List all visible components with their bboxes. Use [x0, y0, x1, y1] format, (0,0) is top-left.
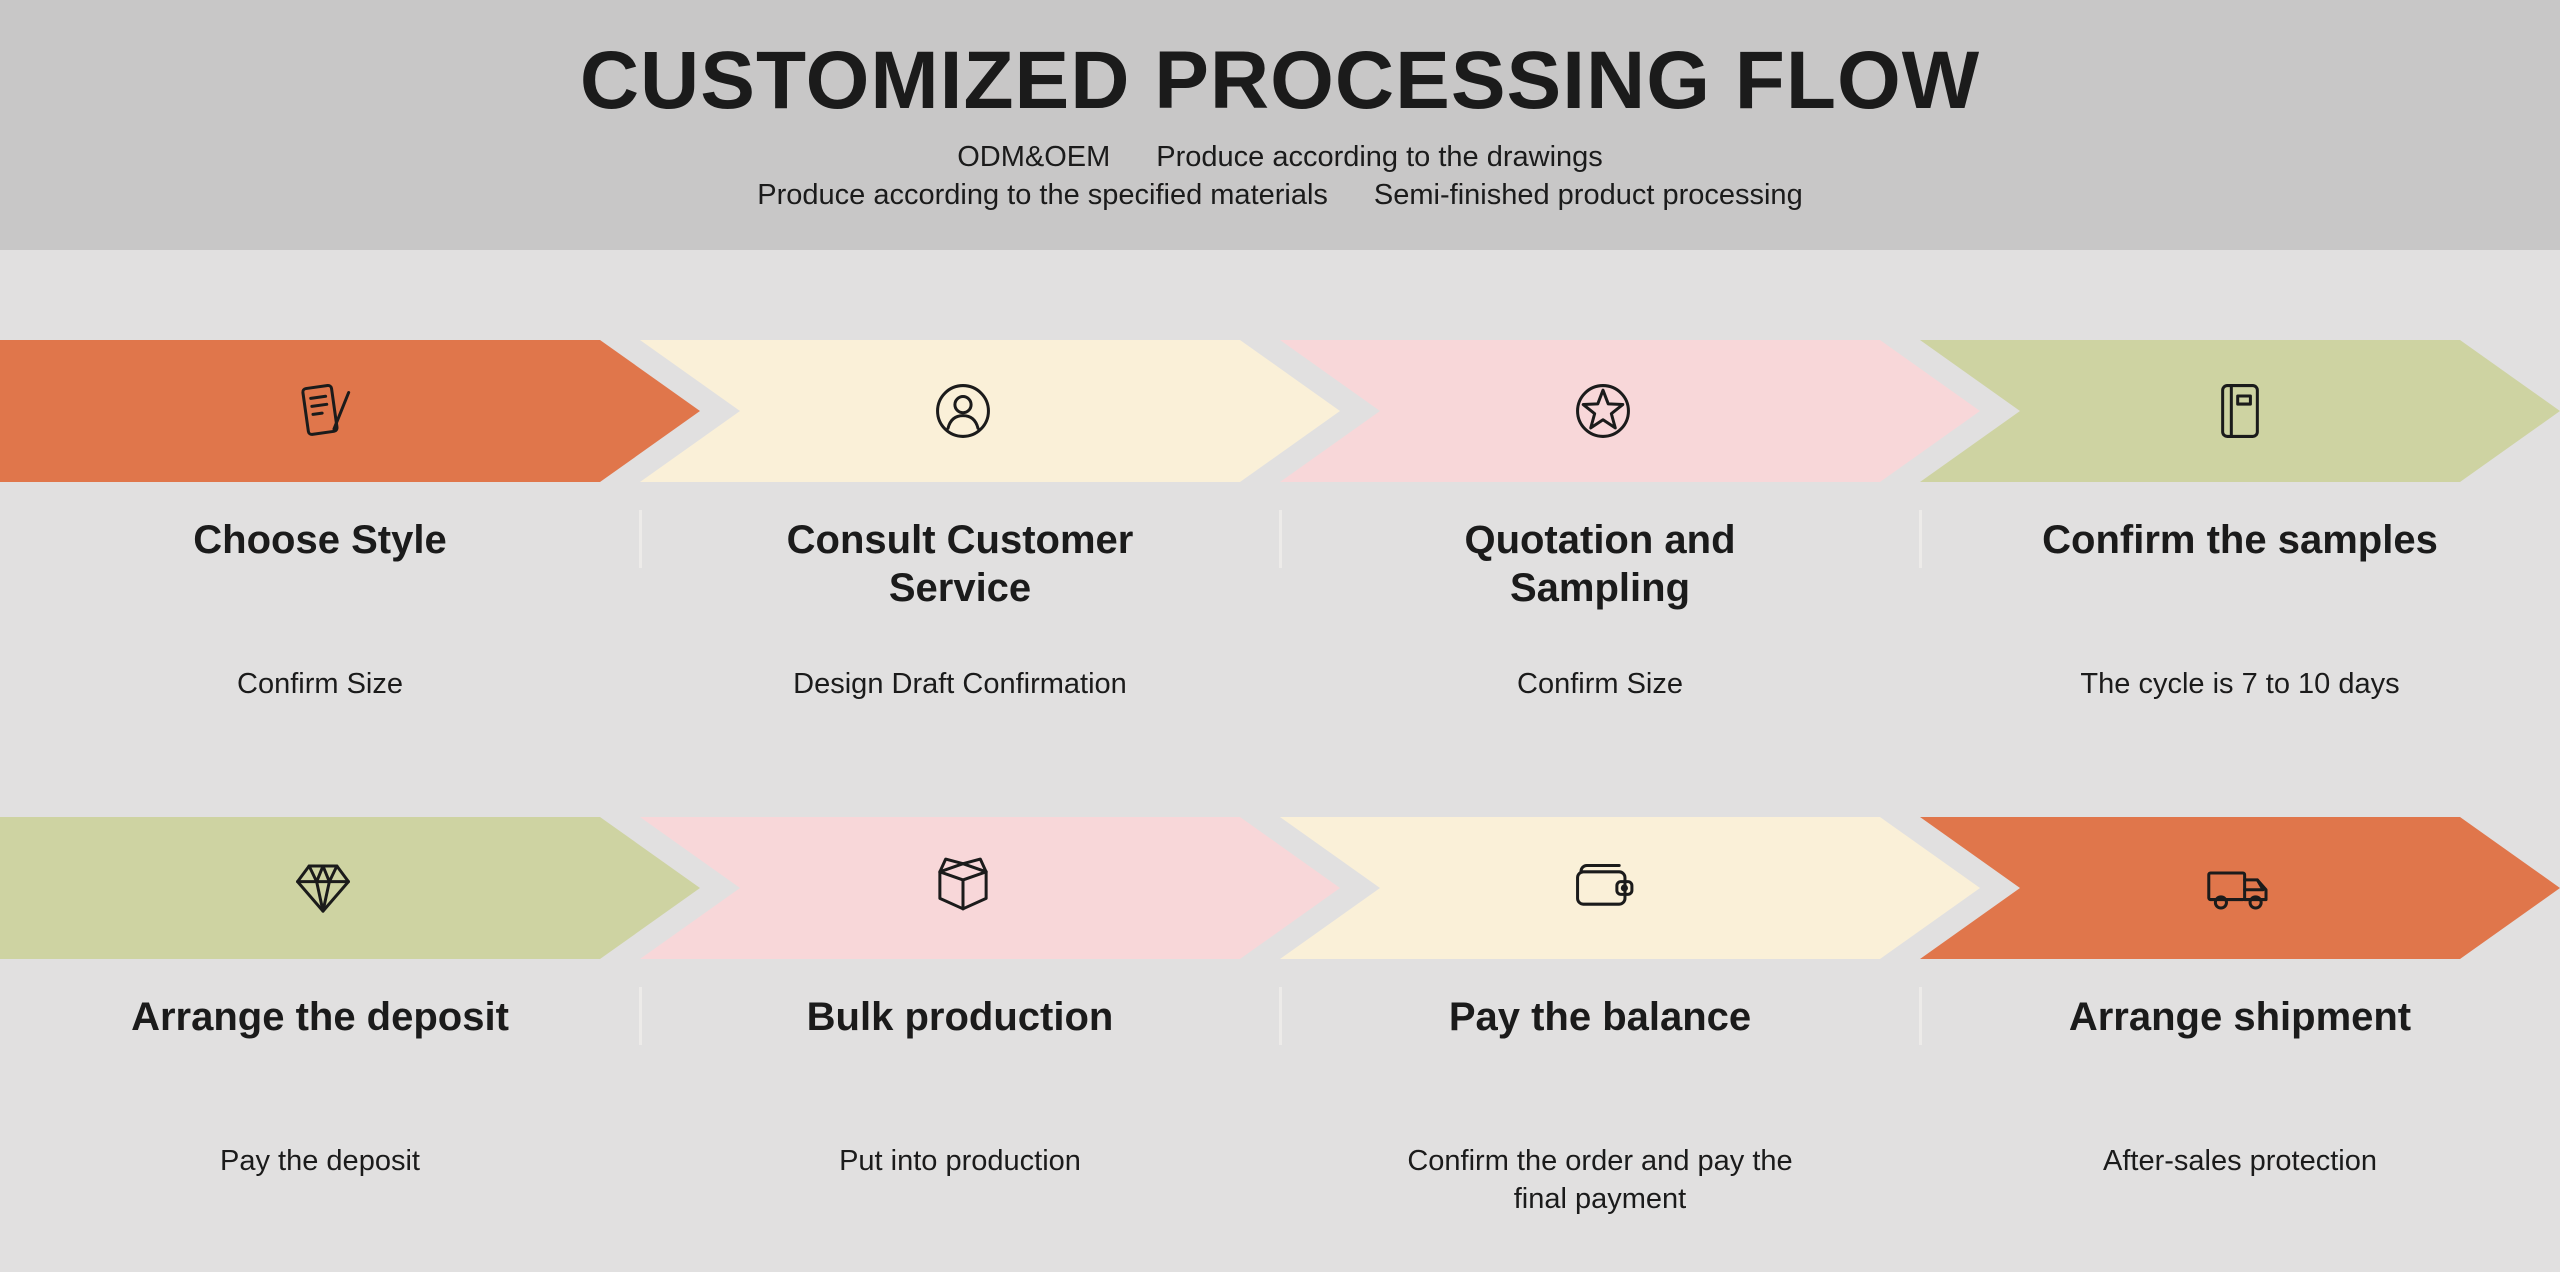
step-label-block: Quotation and Sampling Confirm Size [1279, 482, 1920, 817]
book-icon [2203, 374, 2277, 448]
step-label-block: Consult Customer Service Design Draft Co… [639, 482, 1280, 817]
diamond-icon [286, 851, 360, 925]
step-subtitle: Design Draft Confirmation [793, 668, 1127, 700]
step-title: Arrange the deposit [131, 995, 509, 1039]
step-arrow-choose-style [0, 340, 700, 482]
step-title: Arrange shipment [2068, 995, 2412, 1039]
notebook-pen-icon [286, 374, 360, 448]
flow-row-1-labels: Choose Style Confirm Size Consult Custom… [0, 482, 2560, 817]
step-title: Quotation and Sampling [1464, 518, 1736, 610]
step-arrow-bulk-production [640, 817, 1340, 959]
step-title: Confirm the samples [2042, 518, 2438, 562]
step-subtitle: Confirm Size [237, 668, 403, 700]
header-subtitle-line-2: Produce according to the specified mater… [0, 176, 2560, 214]
step-label-block: Arrange the deposit Pay the deposit [0, 959, 640, 1272]
step-label-block: Pay the balance Confirm the order and pa… [1279, 959, 1920, 1272]
star-badge-icon [1566, 374, 1640, 448]
step-label-block: Choose Style Confirm Size [0, 482, 640, 817]
open-box-icon [926, 851, 1000, 925]
step-subtitle: The cycle is 7 to 10 days [2080, 668, 2400, 700]
step-title: Consult Customer Service [786, 518, 1134, 610]
step-subtitle: Pay the deposit [220, 1145, 420, 1177]
step-subtitle: Confirm Size [1517, 668, 1683, 700]
customer-service-icon [926, 374, 1000, 448]
step-label-block: Bulk production Put into production [639, 959, 1280, 1272]
step-subtitle: After-sales protection [2102, 1145, 2377, 1177]
step-title: Choose Style [193, 518, 447, 562]
step-arrow-confirm-the-samples [1920, 340, 2560, 482]
step-arrow-consult-customer-service [640, 340, 1340, 482]
step-title: Bulk production [806, 995, 1114, 1039]
flow-row-2-labels: Arrange the deposit Pay the deposit Bulk… [0, 959, 2560, 1272]
truck-icon [2203, 851, 2277, 925]
header-tag: Produce according to the drawings [1156, 141, 1603, 173]
flow-row-1-arrows [0, 340, 2560, 482]
header-subtitle-line-1: ODM&OEM Produce according to the drawing… [0, 138, 2560, 176]
step-arrow-arrange-the-deposit [0, 817, 700, 959]
step-arrow-pay-the-balance [1280, 817, 1980, 959]
step-title: Pay the balance [1448, 995, 1752, 1039]
step-label-block: Arrange shipment After-sales protection [1919, 959, 2560, 1272]
step-arrow-quotation-and-sampling [1280, 340, 1980, 482]
page-title: CUSTOMIZED PROCESSING FLOW [579, 35, 1981, 126]
header-tag: Semi-finished product processing [1373, 179, 1803, 212]
header-tag: ODM&OEM [957, 141, 1111, 173]
step-label-block: Confirm the samples The cycle is 7 to 10… [1919, 482, 2560, 817]
flow-row-2-arrows [0, 817, 2560, 959]
header: CUSTOMIZED PROCESSING FLOW ODM&OEM Produ… [0, 0, 2560, 250]
wallet-icon [1566, 851, 1640, 925]
step-arrow-arrange-shipment [1920, 817, 2560, 959]
step-subtitle: Put into production [839, 1145, 1081, 1177]
step-subtitle: Confirm the order and pay the final paym… [1407, 1145, 1793, 1215]
header-tag: Produce according to the specified mater… [757, 179, 1328, 212]
